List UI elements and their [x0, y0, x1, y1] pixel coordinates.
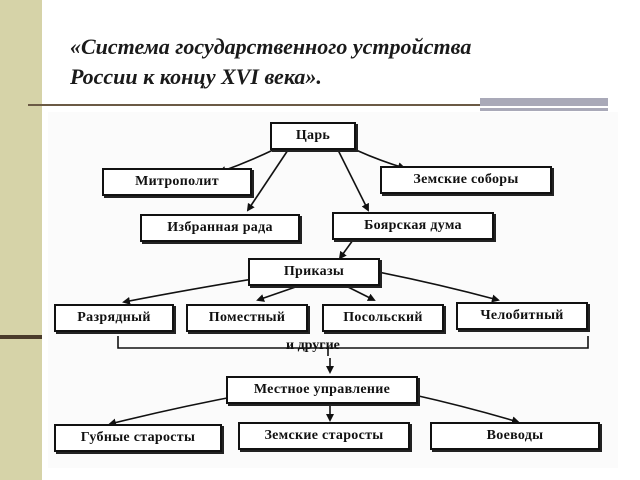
node-prikazy: Приказы	[248, 258, 380, 286]
slide-title-line-2: России к концу XVI века».	[70, 64, 322, 89]
node-tsar: Царь	[270, 122, 356, 150]
node-boyar-duma: Боярская дума	[332, 212, 494, 240]
government-structure-diagram: Царь Митрополит Земские соборы Избранная…	[48, 112, 618, 468]
node-razryadny-label: Разрядный	[77, 310, 151, 325]
node-metropolitan: Митрополит	[102, 168, 252, 196]
title-accent-bar-thin	[480, 108, 608, 111]
node-tsar-label: Царь	[295, 128, 331, 143]
node-chosen-rada: Избранная рада	[140, 214, 300, 242]
stripe-accent	[0, 335, 42, 339]
node-local-government-label: Местное управление	[253, 382, 391, 397]
node-chelobitny-label: Челобитный	[480, 308, 564, 323]
title-accent-bar	[480, 98, 608, 106]
slide-title: «Система государственного устройства Рос…	[70, 32, 590, 92]
node-chelobitny: Челобитный	[456, 302, 588, 330]
node-zemsky-sobors-label: Земские соборы	[413, 172, 519, 187]
node-zemsky-sobors: Земские соборы	[380, 166, 552, 194]
node-posolsky: Посольский	[322, 304, 444, 332]
node-voevody: Воеводы	[430, 422, 600, 450]
node-metropolitan-label: Митрополит	[135, 174, 219, 189]
node-pomestny: Поместный	[186, 304, 308, 332]
node-boyar-duma-label: Боярская дума	[364, 218, 462, 233]
node-zemsky-elders-label: Земские старосты	[264, 428, 384, 443]
node-prikazy-label: Приказы	[283, 264, 345, 279]
node-chosen-rada-label: Избранная рада	[167, 220, 273, 235]
node-zemsky-elders: Земские старосты	[238, 422, 410, 450]
left-decorative-stripe	[0, 0, 42, 480]
and-others-label: и другие	[286, 338, 340, 353]
node-guba-elders: Губные старосты	[54, 424, 222, 452]
title-divider	[28, 104, 480, 106]
slide-title-line-1: «Система государственного устройства	[70, 34, 472, 59]
node-local-government: Местное управление	[226, 376, 418, 404]
node-guba-elders-label: Губные старосты	[80, 430, 196, 445]
node-voevody-label: Воеводы	[486, 428, 544, 443]
node-razryadny: Разрядный	[54, 304, 174, 332]
node-posolsky-label: Посольский	[343, 310, 423, 325]
node-pomestny-label: Поместный	[208, 310, 286, 325]
